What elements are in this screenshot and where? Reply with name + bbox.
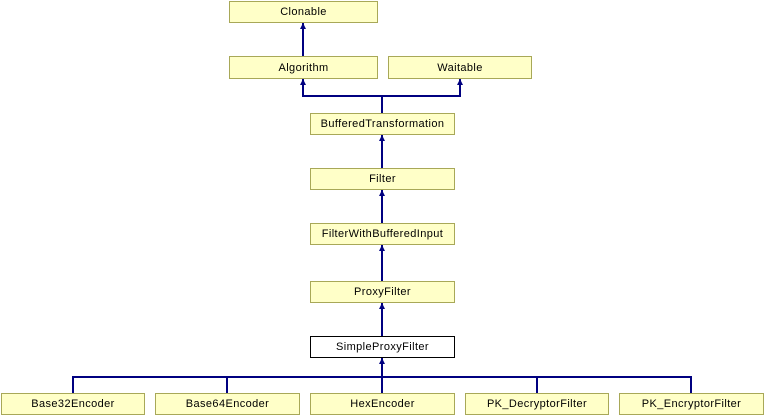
- class-node-pk-encryptor-filter[interactable]: PK_EncryptorFilter: [619, 393, 764, 415]
- edge-line-stub-pkdec: [536, 376, 538, 393]
- arrow-up-icon: [379, 190, 385, 196]
- class-node-filter[interactable]: Filter: [310, 168, 455, 190]
- class-node-label: Base64Encoder: [185, 398, 270, 410]
- class-node-label: Waitable: [437, 61, 483, 74]
- edge-line-bt-algorithm: [302, 79, 304, 97]
- class-node-base64-encoder[interactable]: Base64Encoder: [155, 393, 300, 415]
- class-node-buffered-transformation[interactable]: BufferedTransformation: [310, 113, 455, 135]
- edge-line-proxyfilter-fwbi: [381, 245, 383, 281]
- class-node-algorithm[interactable]: Algorithm: [229, 56, 378, 79]
- class-node-label: Algorithm: [278, 61, 329, 74]
- class-node-pk-decryptor-filter[interactable]: PK_DecryptorFilter: [465, 393, 609, 415]
- class-node-label: SimpleProxyFilter: [336, 341, 429, 353]
- arrow-up-icon: [300, 79, 306, 85]
- edge-line-algorithm-clonable: [302, 23, 304, 56]
- edge-line-stub-base32: [72, 376, 74, 393]
- edge-line-fwbi-filter: [381, 190, 383, 223]
- class-node-label: FilterWithBufferedInput: [321, 228, 444, 240]
- edge-line-filter-bt: [381, 135, 383, 168]
- class-node-hex-encoder[interactable]: HexEncoder: [310, 393, 455, 415]
- edge-line-bt-waitable: [459, 79, 461, 97]
- class-node-label: ProxyFilter: [354, 286, 411, 298]
- class-node-filter-with-buffered-input[interactable]: FilterWithBufferedInput: [310, 223, 455, 245]
- edge-line-stub-pkenc: [690, 376, 692, 393]
- class-node-clonable[interactable]: Clonable: [229, 1, 378, 23]
- arrow-up-icon: [379, 303, 385, 309]
- class-node-label: PK_EncryptorFilter: [641, 398, 742, 410]
- edge-line-spf-proxyfilter: [381, 303, 383, 336]
- class-node-proxy-filter[interactable]: ProxyFilter: [310, 281, 455, 303]
- class-node-label: PK_DecryptorFilter: [486, 398, 588, 410]
- class-node-simple-proxy-filter[interactable]: SimpleProxyFilter: [310, 336, 455, 358]
- arrow-up-icon: [379, 135, 385, 141]
- edge-line-children-stem: [381, 358, 383, 378]
- class-node-label: Filter: [369, 173, 396, 185]
- class-node-waitable[interactable]: Waitable: [388, 56, 532, 79]
- class-node-label: BufferedTransformation: [320, 118, 445, 130]
- edge-line-stub-hex: [381, 376, 383, 393]
- class-node-label: Base32Encoder: [31, 398, 115, 410]
- arrow-up-icon: [300, 23, 306, 29]
- class-node-label: HexEncoder: [350, 398, 415, 410]
- arrow-up-icon: [379, 245, 385, 251]
- class-node-base32-encoder[interactable]: Base32Encoder: [1, 393, 145, 415]
- arrow-up-icon: [457, 79, 463, 85]
- edge-line-stub-base64: [226, 376, 228, 393]
- arrow-up-icon: [379, 358, 385, 364]
- edge-line-bt-stem: [381, 95, 383, 113]
- class-node-label: Clonable: [280, 6, 327, 18]
